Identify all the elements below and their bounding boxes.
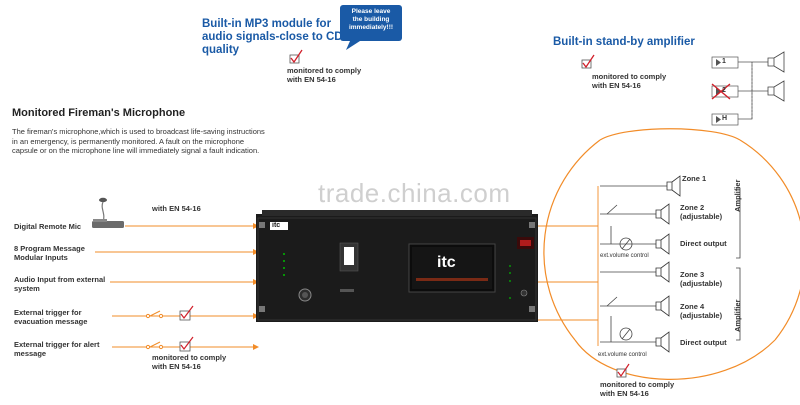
device-logo: itc (272, 222, 281, 229)
mp3-title-line-2: audio signals-close to CD (202, 31, 343, 43)
mp3-bubble-text: Please leave the building immediately!!! (342, 8, 400, 32)
audio-line-2: system (14, 284, 40, 293)
output-arrows (538, 186, 599, 346)
mp3-monitor-line-1: monitored to comply (287, 66, 362, 75)
fireman-description: The fireman's microphone,which is used t… (12, 127, 265, 156)
standby-title: Built-in stand-by amplifier (553, 36, 695, 48)
zone-4-line-2: (adjustable) (680, 311, 723, 320)
mp3-speech-bubble (340, 5, 402, 50)
input-label-audio-input: Audio Input from external system (14, 275, 105, 293)
input-label-alert-trigger: External trigger for alert message (14, 340, 99, 358)
zones-monitor-note: monitored to comply with EN 54-16 (600, 380, 674, 398)
zone-2-line-2: (adjustable) (680, 212, 723, 221)
amplifier-1-label: Amplifier (733, 179, 742, 212)
zones-monitor-line-1: monitored to comply (600, 380, 675, 389)
bubble-line-3: immediately!!! (348, 24, 394, 31)
mp3-title-line-1: Built-in MP3 module for (202, 18, 332, 30)
evac-line-1: External trigger for (14, 308, 82, 317)
zones-monitor-line-2: with EN 54-16 (600, 389, 649, 398)
standby-monitor-note: monitored to comply with EN 54-16 (592, 72, 666, 90)
trigger-switches (145, 310, 164, 350)
zone-3-label: Zone 3 (adjustable) (680, 270, 722, 288)
zone-1-label: Zone 1 (682, 174, 707, 183)
alert-line-2: message (14, 349, 47, 358)
zones-monitor-checkbox (616, 363, 630, 378)
audio-line-1: Audio Input from external (14, 275, 106, 284)
zone-2-label: Zone 2 (adjustable) (680, 203, 722, 221)
zone-3-line-2: (adjustable) (680, 279, 723, 288)
standby-monitor-line-1: monitored to comply (592, 72, 667, 81)
zones-circle (543, 128, 800, 380)
inputs-monitor-line-1: monitored to comply (152, 353, 227, 362)
zone-4-line-1: Zone 4 (680, 302, 705, 311)
input-label-evacuation-trigger: External trigger for evacuation message (14, 308, 87, 326)
standby-diagram (711, 51, 785, 126)
program-line-2: Modular Inputs (14, 253, 68, 262)
amplifier-2-label: Amplifier (733, 299, 742, 332)
standby-channel-1: 1 (722, 58, 726, 65)
direct-output-2-label: Direct output (680, 338, 727, 347)
input-label-remote-mic: Digital Remote Mic (14, 222, 82, 231)
standby-channel-h: H (722, 115, 728, 122)
desk-microphone-icon (92, 197, 124, 228)
fireman-title: Monitored Fireman's Microphone (12, 107, 186, 119)
standby-channel-2: 2 (722, 87, 726, 94)
zone-wiring (600, 185, 741, 343)
watermark: trade.china.com (318, 178, 511, 208)
mp3-monitor-line-2: with EN 54-16 (287, 75, 336, 84)
device-screen-logo: itc (437, 254, 456, 271)
mp3-monitor-checkbox (289, 49, 303, 64)
mp3-title-line-3: quality (202, 44, 240, 56)
program-line-1: 8 Program Message (14, 244, 85, 253)
alert-line-1: External trigger for alert (14, 340, 100, 349)
fireman-desc-line-1: The fireman's microphone,which is used t… (12, 127, 265, 136)
standby-monitor-line-2: with EN 54-16 (592, 81, 641, 90)
pa-device (256, 210, 538, 322)
trigger-checkboxes (179, 305, 194, 352)
bubble-line-2: the building (352, 16, 390, 23)
ext-volume-1-label: ext.volume control (600, 253, 649, 259)
direct-output-1-label: Direct output (680, 239, 727, 248)
zone-speaker-icons (655, 175, 681, 353)
ext-volume-2-label: ext.volume control (598, 352, 647, 358)
fireman-desc-line-3: capsule or on the microphone line will i… (12, 146, 260, 155)
zone-4-label: Zone 4 (adjustable) (680, 302, 722, 320)
evac-line-2: evacuation message (14, 317, 88, 326)
zone-2-line-1: Zone 2 (680, 203, 705, 212)
inputs-monitor-note: monitored to comply with EN 54-16 (152, 353, 226, 371)
bubble-line-1: Please leave (351, 8, 391, 15)
fireman-monitor-fragment: with EN 54-16 (152, 204, 201, 213)
input-arrows (95, 223, 259, 350)
mp3-monitor-note: monitored to comply with EN 54-16 (287, 66, 361, 84)
inputs-monitor-line-2: with EN 54-16 (152, 362, 201, 371)
mp3-title: Built-in MP3 module for audio signals-cl… (202, 18, 343, 57)
standby-monitor-checkbox (581, 54, 595, 69)
input-label-program-message: 8 Program Message Modular Inputs (14, 244, 85, 262)
zone-3-line-1: Zone 3 (680, 270, 705, 279)
fireman-desc-line-2: in an emergency, is permanently monitore… (12, 136, 245, 146)
